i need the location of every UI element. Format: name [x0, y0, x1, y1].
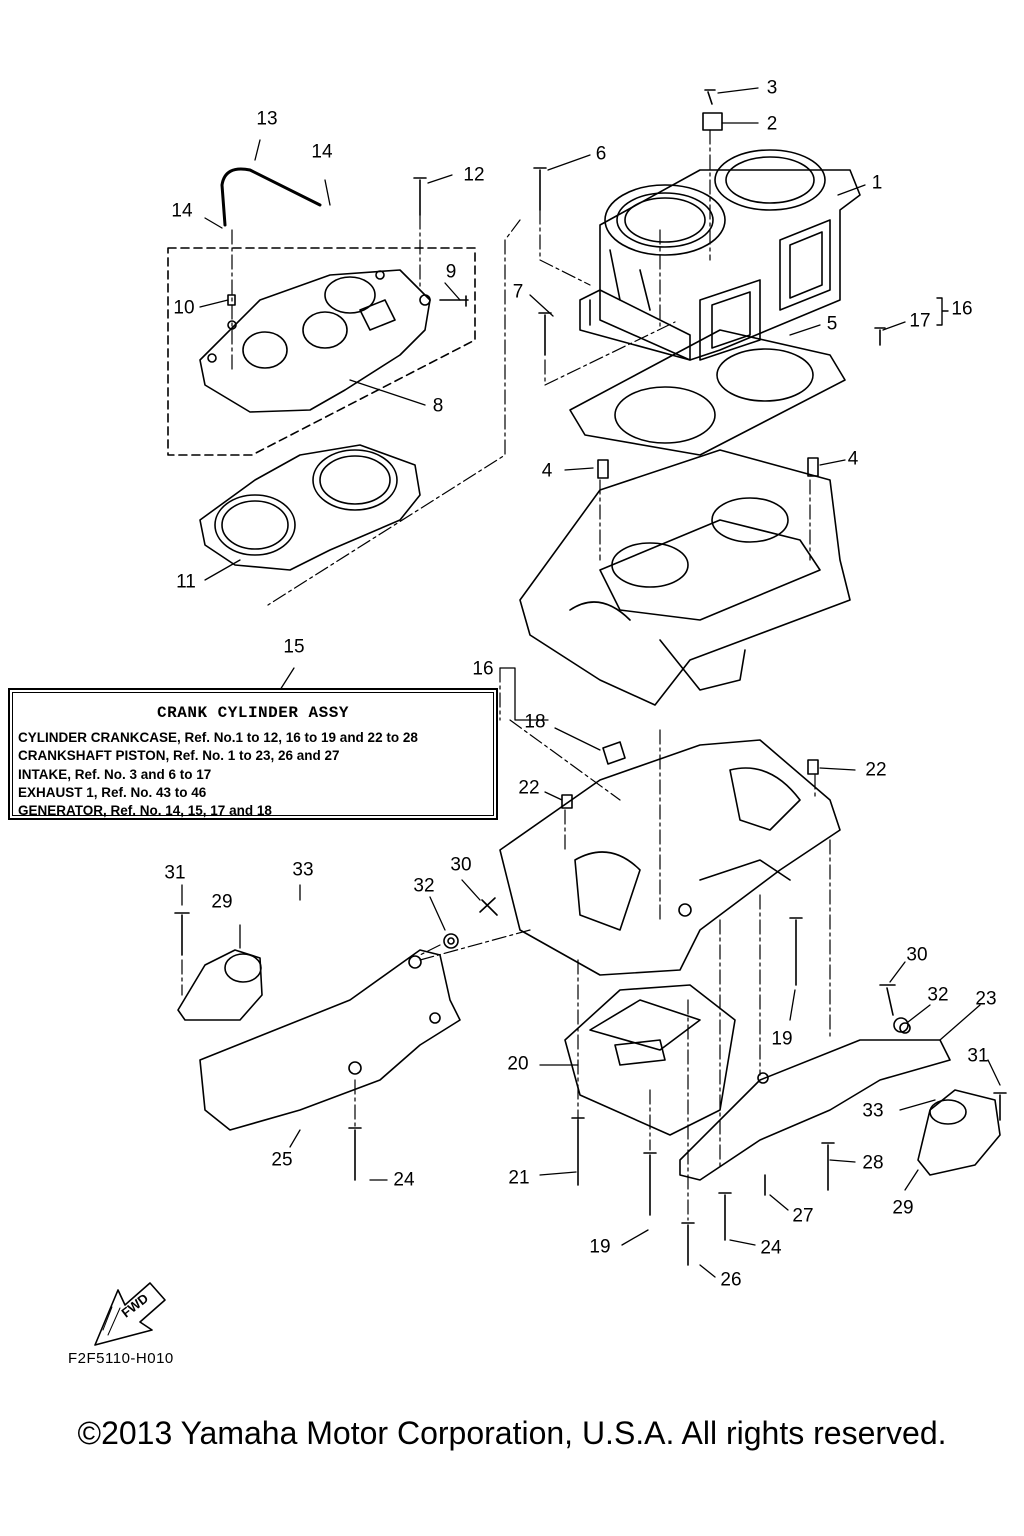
reed-box — [564, 984, 736, 1136]
figure-code: F2F5110-H010 — [68, 1350, 174, 1367]
lower-crankcase — [499, 739, 841, 976]
callout-1: 1 — [871, 172, 883, 194]
callout-20: 20 — [507, 1053, 529, 1075]
callout-3: 3 — [766, 77, 778, 99]
callout-8: 8 — [432, 395, 444, 417]
callout-19: 19 — [771, 1028, 793, 1050]
callout-22: 22 — [518, 777, 540, 799]
legend-line: CRANKSHAFT PISTON, Ref. No. 1 to 23, 26 … — [18, 748, 340, 763]
callout-6: 6 — [595, 143, 607, 165]
assembly-legend: CRANK CYLINDER ASSY CYLINDER CRANKCASE, … — [8, 688, 498, 820]
leader-lines — [181, 87, 1001, 1278]
callout-31: 31 — [164, 862, 186, 884]
intake-dashed-frame — [167, 247, 476, 456]
callout-15: 15 — [283, 636, 305, 658]
callout-4b: 4 — [847, 448, 859, 470]
rubber-mount-left — [177, 949, 263, 1021]
callout-14b: 14 — [171, 200, 193, 222]
callout-12: 12 — [463, 164, 485, 186]
fwd-arrow-icon — [94, 1282, 166, 1346]
callout-24b: 24 — [760, 1237, 782, 1259]
callout-13: 13 — [256, 108, 278, 130]
callout-26: 26 — [720, 1269, 742, 1291]
callout-25: 25 — [271, 1149, 293, 1171]
callout-24: 24 — [393, 1169, 415, 1191]
callout-23: 23 — [975, 988, 997, 1010]
callout-33: 33 — [292, 859, 314, 881]
callout-5: 5 — [826, 313, 838, 335]
callout-31b: 31 — [967, 1045, 989, 1067]
callout-33b: 33 — [862, 1100, 884, 1122]
head-gasket — [199, 444, 421, 571]
callout-16b: 16 — [472, 658, 494, 680]
callout-2: 2 — [766, 113, 778, 135]
right-mount-bracket — [679, 1022, 951, 1181]
callout-27: 27 — [792, 1205, 814, 1227]
callout-18: 18 — [524, 711, 546, 733]
callout-29: 29 — [211, 891, 233, 913]
callout-32b: 32 — [927, 984, 949, 1006]
callout-14: 14 — [311, 141, 333, 163]
bolts — [174, 89, 1007, 1266]
legend-line: GENERATOR, Ref. No. 14, 15, 17 and 18 — [18, 803, 272, 818]
fwd-arrow-hatch — [102, 1306, 121, 1336]
alignment-lines — [181, 129, 831, 1221]
legend-title: CRANK CYLINDER ASSY — [157, 704, 349, 722]
legend-line: EXHAUST 1, Ref. No. 43 to 46 — [18, 785, 207, 800]
callout-16: 16 — [951, 298, 973, 320]
callout-10: 10 — [173, 297, 195, 319]
callout-19b: 19 — [589, 1236, 611, 1258]
legend-line: INTAKE, Ref. No. 3 and 6 to 17 — [18, 767, 212, 782]
cylinder-base-plate — [579, 289, 691, 361]
callout-17: 17 — [909, 310, 931, 332]
cylinder-block — [599, 149, 861, 361]
callout-7: 7 — [512, 281, 524, 303]
callout-30b: 30 — [906, 944, 928, 966]
upper-crankcase — [519, 449, 851, 706]
ref-bracket — [936, 297, 949, 326]
callout-29b: 29 — [892, 1197, 914, 1219]
callout-30: 30 — [450, 854, 472, 876]
cylinder-gasket — [569, 329, 846, 456]
hose — [220, 167, 322, 227]
callout-21: 21 — [508, 1167, 530, 1189]
callout-28: 28 — [862, 1152, 884, 1174]
left-mount-bracket — [199, 949, 461, 1131]
callout-22b: 22 — [865, 759, 887, 781]
intake-cover — [199, 269, 431, 413]
callout-32: 32 — [413, 875, 435, 897]
callout-9: 9 — [445, 261, 457, 283]
rubber-mount-right — [917, 1089, 1001, 1176]
copyright-notice: ©2013 Yamaha Motor Corporation, U.S.A. A… — [77, 1415, 947, 1451]
callout-11: 11 — [176, 571, 196, 593]
callout-4: 4 — [541, 460, 553, 482]
legend-line: CYLINDER CRANKCASE, Ref. No.1 to 12, 16 … — [18, 730, 418, 745]
